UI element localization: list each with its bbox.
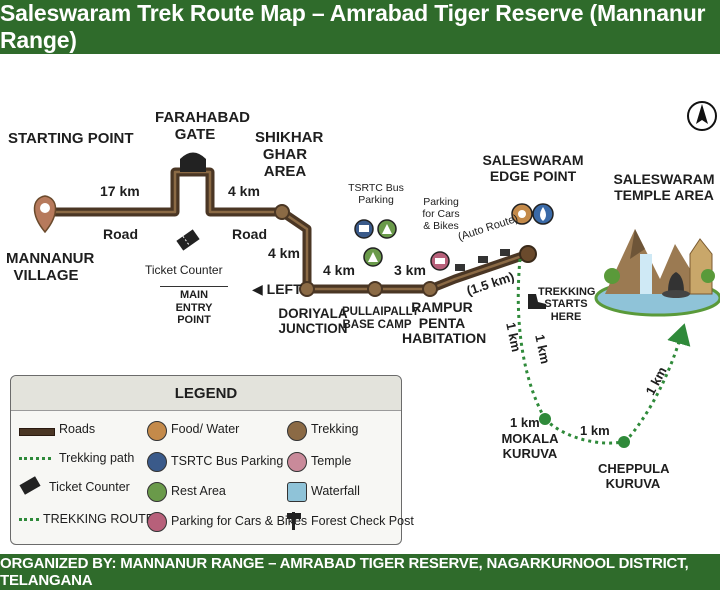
footer-organizer: ORGANIZED BY: MANNANUR RANGE – AMRABAD T…	[0, 554, 720, 590]
temple-area-illustration	[594, 229, 720, 317]
ticket-icon	[176, 229, 200, 251]
legend-rest-icon	[147, 482, 167, 502]
distance-4km-b: 4 km	[268, 245, 300, 261]
distance-4km-c: 4 km	[323, 262, 355, 278]
trek-distance-4: 1 km	[580, 423, 610, 438]
legend-parking-icon	[147, 512, 167, 532]
cheppula-label: CHEPPULA KURUVA	[598, 461, 670, 491]
trekking-starts-label: TREKKING STARTS HERE	[538, 286, 596, 323]
hiking-boot-icon	[528, 294, 546, 309]
legend-ticket-icon	[19, 476, 41, 495]
legend-rest: Rest Area	[171, 484, 226, 498]
cheppula-node	[618, 436, 630, 448]
doriyala-node	[299, 281, 315, 297]
legend-road-swatch	[19, 428, 55, 436]
road-label-1: Road	[103, 226, 138, 242]
legend-food-icon	[147, 421, 167, 441]
rest-area-icon	[377, 219, 397, 239]
mannanur-label: MANNANUR VILLAGE	[6, 250, 95, 284]
pullaipally-label: PULLAIPALLY BASE CAMP	[342, 306, 420, 331]
legend-forest: Forest Check Post	[311, 514, 414, 528]
legend-trekking-icon	[287, 421, 307, 441]
distance-17km: 17 km	[100, 183, 140, 199]
gate-icon	[180, 152, 206, 172]
mokala-node	[539, 413, 551, 425]
trek-path-3	[623, 323, 691, 443]
distance-3km: 3 km	[394, 262, 426, 278]
legend-trekking-path: Trekking path	[59, 451, 135, 465]
temple-area-label: SALESWARAM TEMPLE AREA	[613, 171, 715, 203]
rampur-label: RAMPUR PENTA HABITATION	[402, 299, 487, 347]
legend-trekking: Trekking	[311, 422, 359, 436]
legend-waterfall-icon	[287, 482, 307, 502]
trek-distance-3: 1 km	[510, 415, 540, 430]
start-pin-icon	[33, 195, 57, 234]
legend-food: Food/ Water	[171, 422, 240, 436]
edge-point-label: SALESWARAM EDGE POINT	[482, 152, 584, 184]
legend-trekking-route: TREKKING ROUTE	[43, 512, 155, 526]
compass-icon	[687, 101, 717, 131]
legend-trek-swatch	[19, 457, 51, 460]
legend-ticket-counter: Ticket Counter	[49, 480, 130, 494]
food-icon	[511, 203, 533, 225]
legend-trek-route-swatch	[19, 518, 39, 521]
legend-parking: Parking for Cars & Bikes	[171, 514, 308, 528]
rampur-node	[422, 281, 438, 297]
main-entry-label: MAIN ENTRY POINT	[160, 286, 228, 327]
route-map	[33, 101, 720, 448]
farahabad-label: FARAHABAD GATE	[155, 109, 250, 143]
legend-roads: Roads	[59, 422, 96, 436]
edge-node	[519, 245, 537, 263]
ticket-counter-label: Ticket Counter	[145, 263, 223, 277]
tsrtc-label: TSRTC Bus Parking	[348, 182, 404, 207]
legend-tsrtc: TSRTC Bus Parking	[171, 454, 284, 468]
parking-label: Parking for Cars & Bikes	[422, 196, 460, 233]
mokala-label: MOKALA KURUVA	[501, 431, 559, 461]
pullaipally-node	[367, 281, 383, 297]
tsrtc-bus-icon	[354, 219, 374, 239]
left-turn-label: ◀ LEFT	[252, 281, 302, 297]
parking-icon	[430, 251, 450, 271]
legend-title: LEGEND	[11, 376, 401, 411]
water-icon	[532, 203, 554, 225]
legend-box: LEGEND Roads Trekking path Ticket Counte…	[10, 375, 414, 545]
trek-path-2	[543, 417, 623, 445]
legend-bus-icon	[147, 452, 167, 472]
rest-area-icon-2	[363, 247, 383, 267]
road-label-2: Road	[232, 226, 267, 242]
doriyala-label: DORIYALA JUNCTION	[278, 306, 348, 337]
auto-vehicle-icon	[455, 249, 510, 271]
legend-waterfall: Waterfall	[311, 484, 360, 498]
map-title: Saleswaram Trek Route Map – Amrabad Tige…	[0, 0, 720, 54]
distance-4km-a: 4 km	[228, 183, 260, 199]
shikhar-node	[274, 204, 290, 220]
legend-forest-post-icon	[292, 512, 295, 530]
starting-point-label: STARTING POINT	[8, 130, 134, 147]
shikhar-label: SHIKHAR GHAR AREA	[255, 129, 324, 180]
legend-temple-icon	[287, 452, 307, 472]
legend-temple: Temple	[311, 454, 352, 468]
